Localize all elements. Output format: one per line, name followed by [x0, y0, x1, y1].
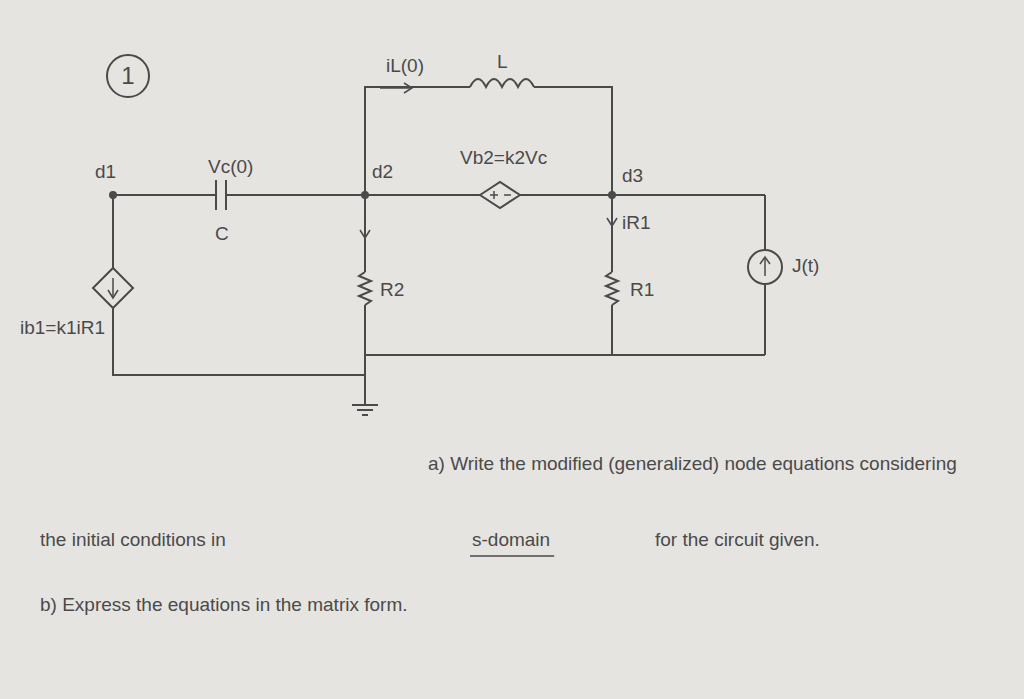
question-text: for the circuit given.: [655, 530, 820, 551]
source-arrow: [112, 278, 114, 297]
wire: [113, 194, 216, 196]
wire: [611, 305, 613, 355]
source-arrow: [764, 258, 766, 276]
ground-symbol: [362, 414, 368, 416]
current-source: [748, 250, 782, 284]
resistor-symbol: [359, 272, 371, 305]
current-arrow: [607, 218, 617, 226]
inductor-label: L: [497, 52, 508, 73]
wire: [112, 195, 114, 268]
current-arrow: [360, 230, 370, 238]
wire: [113, 308, 365, 375]
current-label: iR1: [622, 213, 651, 234]
wire: [365, 87, 470, 195]
wire: [226, 194, 480, 196]
resistor-label: R1: [630, 280, 654, 301]
ground-symbol: [357, 409, 373, 411]
node-label: d1: [95, 162, 116, 183]
capacitor-symbol: [215, 180, 217, 210]
source-label: Vb2=k2Vc: [460, 148, 547, 169]
question-text: s-domain: [472, 530, 550, 551]
question-text: b) Express the equations in the matrix f…: [40, 595, 408, 616]
plus-sign: [493, 191, 495, 199]
inductor-symbol: [470, 79, 534, 87]
minus-sign: [504, 194, 511, 196]
current-arrow: [364, 222, 366, 238]
voltage-label: Vc(0): [208, 157, 253, 178]
node-label: d3: [622, 166, 643, 187]
wire: [534, 87, 612, 195]
wire: [365, 354, 765, 356]
current-arrow: [404, 83, 412, 93]
dependent-current-source: [93, 268, 133, 308]
question-text: the initial conditions in: [40, 530, 226, 551]
wire: [611, 195, 613, 272]
resistor-label: R2: [380, 280, 404, 301]
current-arrow: [380, 87, 412, 89]
wire: [764, 284, 766, 355]
source-arrow: [108, 290, 118, 298]
resistor-symbol: [606, 272, 618, 305]
node-label: d2: [372, 162, 393, 183]
source-label: J(t): [792, 256, 819, 277]
wire: [364, 195, 366, 272]
question-text: a) Write the modified (generalized) node…: [428, 454, 957, 475]
wire: [520, 194, 765, 196]
source-label: ib1=k1iR1: [20, 318, 105, 339]
ground-symbol: [352, 404, 378, 406]
dependent-voltage-source: [480, 182, 520, 208]
current-label: iL(0): [386, 56, 424, 77]
source-arrow: [760, 257, 770, 264]
capacitor-label: C: [215, 224, 229, 245]
callout-number: 1: [105, 53, 151, 99]
node-dot: [110, 192, 116, 198]
wire: [764, 195, 766, 250]
circled-number: 1: [105, 53, 151, 99]
underline: [470, 555, 554, 557]
